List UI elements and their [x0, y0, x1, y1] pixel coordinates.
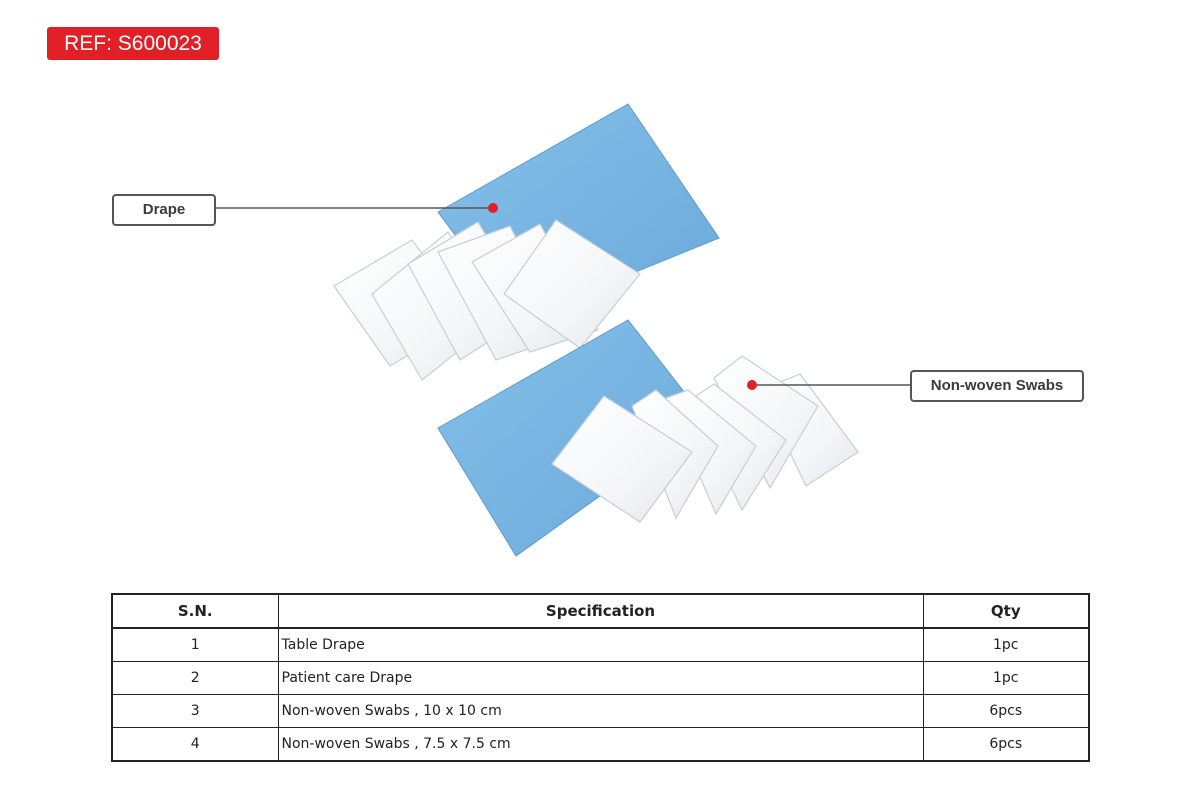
cell-qty: 6pcs: [922, 727, 1090, 762]
swabs-upper: [333, 219, 641, 381]
cell-sn: 3: [111, 694, 279, 728]
cell-qty: 6pcs: [922, 694, 1090, 728]
header-sn: S.N.: [111, 593, 279, 629]
header-qty: Qty: [922, 593, 1090, 629]
table-row: 1 Table Drape 1pc: [111, 627, 1090, 662]
drape-callout-dot: [488, 203, 498, 213]
swabs-callout-label: Non-woven Swabs: [910, 370, 1084, 402]
cell-sn: 4: [111, 727, 279, 762]
cell-qty: 1pc: [922, 661, 1090, 695]
drape-callout-label: Drape: [112, 194, 216, 226]
swabs-lower: [551, 355, 859, 523]
product-illustration: [214, 103, 910, 557]
table-row: 3 Non-woven Swabs , 10 x 10 cm 6pcs: [111, 694, 1090, 728]
table-row: 4 Non-woven Swabs , 7.5 x 7.5 cm 6pcs: [111, 727, 1090, 762]
header-specification: Specification: [277, 593, 924, 629]
table-header-row: S.N. Specification Qty: [111, 593, 1090, 629]
swabs-callout-dot: [747, 380, 757, 390]
cell-qty: 1pc: [922, 627, 1090, 662]
cell-spec: Table Drape: [277, 627, 924, 662]
cell-spec: Patient care Drape: [277, 661, 924, 695]
specification-table: S.N. Specification Qty 1 Table Drape 1pc…: [111, 593, 1090, 762]
cell-sn: 2: [111, 661, 279, 695]
cell-sn: 1: [111, 627, 279, 662]
table-row: 2 Patient care Drape 1pc: [111, 661, 1090, 695]
ref-badge: REF: S600023: [47, 27, 219, 60]
cell-spec: Non-woven Swabs , 10 x 10 cm: [277, 694, 924, 728]
cell-spec: Non-woven Swabs , 7.5 x 7.5 cm: [277, 727, 924, 762]
